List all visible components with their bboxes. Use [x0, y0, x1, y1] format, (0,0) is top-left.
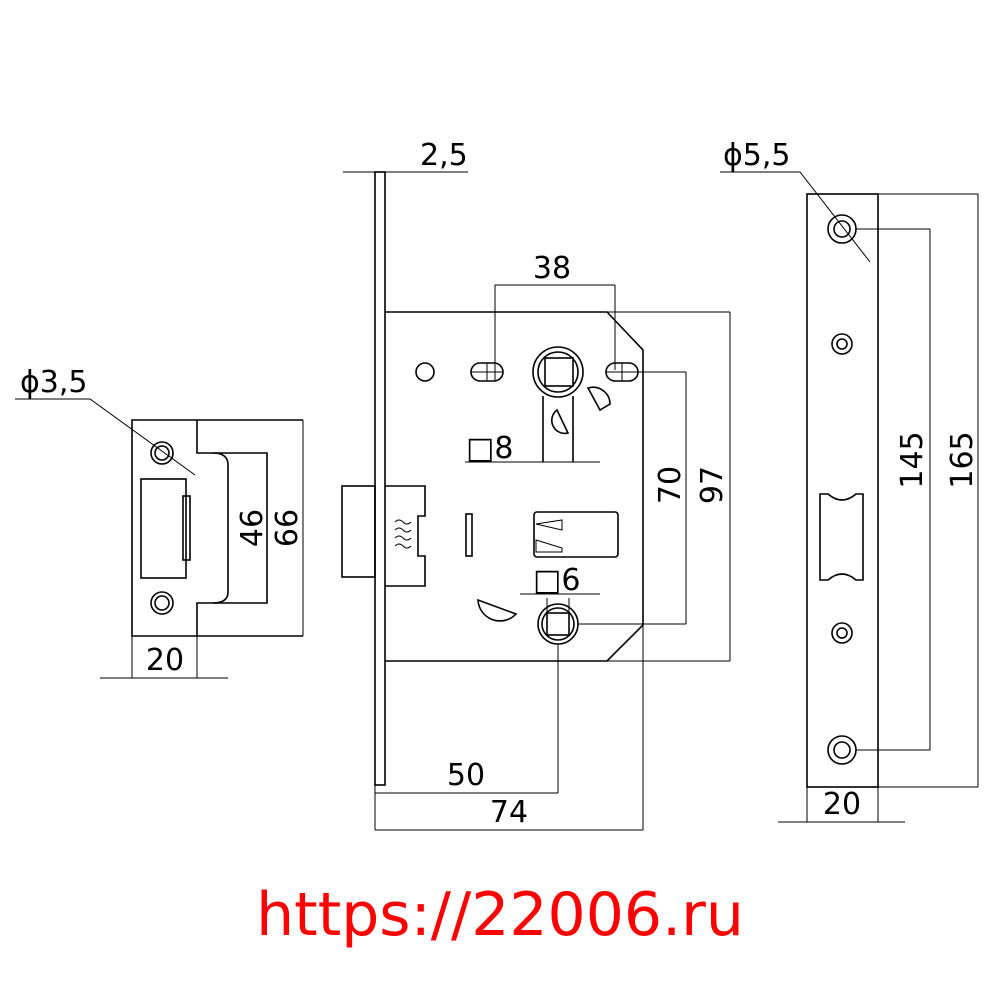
slot-spacing-label: 38 — [533, 251, 571, 286]
screw-hole-top — [150, 441, 174, 465]
height-70-label: 70 — [653, 466, 688, 504]
strike-plate: ϕ3,5 46 66 20 — [15, 365, 305, 679]
screw-hole-bottom — [150, 591, 174, 615]
latch-opening — [819, 493, 864, 581]
lock-faceplate-side — [374, 171, 386, 786]
strike-outer-height-label: 66 — [270, 509, 305, 547]
strike-inner-height-label: 46 — [235, 509, 270, 547]
faceplate-thickness-label: 2,5 — [420, 138, 468, 173]
strike-hole-diameter-label: ϕ3,5 — [20, 365, 88, 400]
lock-body: 2,5 38 □8 70 97 □6 50 74 — [341, 138, 731, 831]
faceplate-hole-diameter-label: ϕ5,5 — [723, 138, 791, 173]
faceplate-width-label: 20 — [823, 787, 861, 822]
spring — [394, 519, 412, 549]
thumb-turn-hub — [537, 603, 579, 645]
thumb-square-label: □6 — [533, 563, 580, 598]
spindle-square-label: □8 — [466, 431, 513, 466]
hole-spacing-label: 145 — [895, 431, 930, 488]
spindle-hub — [532, 346, 584, 398]
latch-bolt — [341, 485, 376, 578]
backset-label: 50 — [447, 758, 485, 793]
latch-chamber — [533, 511, 619, 558]
watermark: https://22006.ru — [256, 880, 744, 950]
strike-width-label: 20 — [146, 643, 184, 678]
length-label: 165 — [945, 431, 980, 488]
height-97-label: 97 — [695, 466, 730, 504]
depth-label: 74 — [490, 795, 528, 830]
faceplate-front: ϕ5,5 145 165 20 — [720, 138, 980, 823]
